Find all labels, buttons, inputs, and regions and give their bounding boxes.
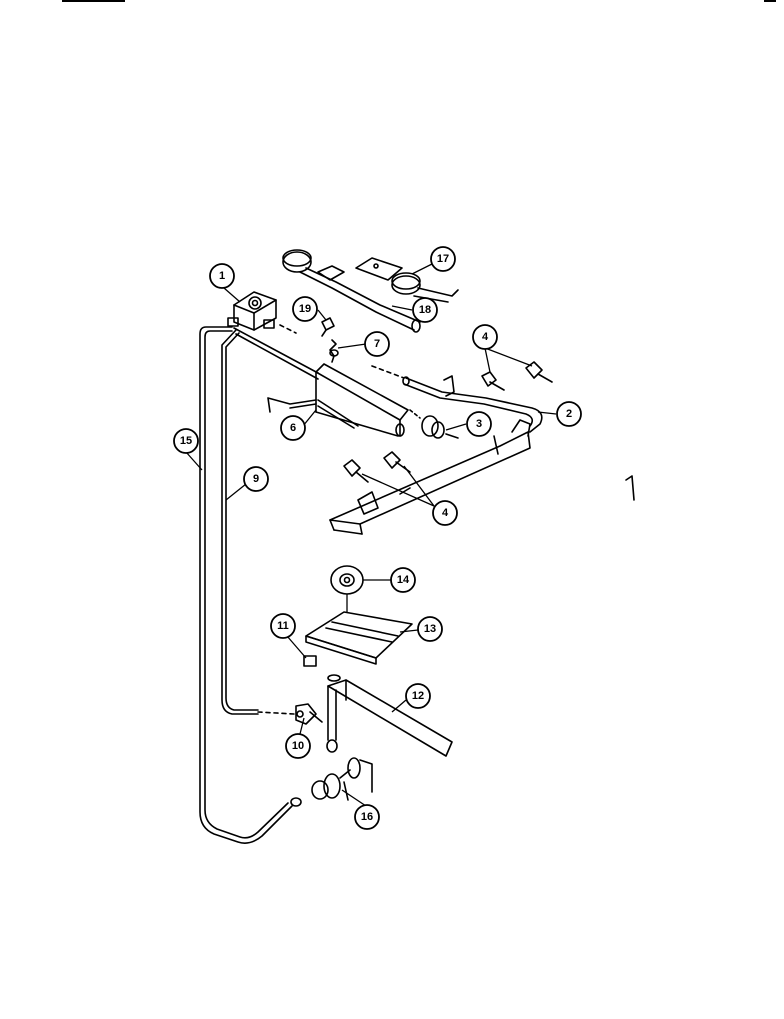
part-11-bracket [303,655,317,667]
part-17-burner-head [355,257,459,303]
part-3-valve [409,409,459,439]
part-19-fitting [321,317,335,337]
callout-16-label: 16 [361,811,373,823]
callout-1: 1 [209,263,235,289]
callout-11: 11 [270,613,296,639]
callout-19: 19 [292,296,318,322]
part-2-burner-rail [329,419,635,535]
callout-7: 7 [364,331,390,357]
part-1-valve-block [227,291,277,331]
callout-3: 3 [466,411,492,437]
part-9-burner-tube [221,329,295,715]
callout-16: 16 [354,804,380,830]
callout-4-upper-label: 4 [482,331,489,343]
callout-10: 10 [285,733,311,759]
part-15-gas-tube [199,326,302,844]
part-12-oven-burner [326,674,453,757]
callout-11-label: 11 [277,620,289,632]
callout-14-label: 14 [397,574,410,586]
callout-2-label: 2 [566,408,572,420]
callout-15: 15 [173,428,199,454]
callout-6-label: 6 [290,422,296,434]
callout-2: 2 [556,401,582,427]
callout-4-upper: 4 [472,324,498,350]
right-manifold-pipe [371,365,543,433]
callout-18-label: 18 [419,304,431,316]
callout-4-lower-label: 4 [442,507,449,519]
callout-1-label: 1 [219,270,225,282]
callout-19-label: 19 [299,303,311,315]
part-16-sensor [311,757,373,801]
callout-9-label: 9 [253,473,259,485]
callout-4-lower: 4 [432,500,458,526]
part-18-burner-tube [282,249,421,333]
callout-6: 6 [280,415,306,441]
callout-13: 13 [417,616,443,642]
callout-9: 9 [243,466,269,492]
manifold-lines [233,324,319,380]
part-14-burner-cap [330,565,364,595]
part-4-orifices-lower [343,451,411,483]
callout-15-label: 15 [180,435,192,447]
callout-17-label: 17 [437,253,449,265]
part-7-clip [329,339,339,363]
part-10-valve [295,703,323,725]
part-13-heat-shield [305,611,413,665]
callout-10-label: 10 [292,740,304,752]
callout-3-label: 3 [476,418,482,430]
callout-18: 18 [412,297,438,323]
part-4-orifices-upper [481,361,553,391]
callout-12: 12 [405,683,431,709]
part-6-manifold-pipe [267,363,409,437]
callout-12-label: 12 [412,690,424,702]
callout-14: 14 [390,567,416,593]
callout-13-label: 13 [424,623,436,635]
callout-17: 17 [430,246,456,272]
leader-lines [185,263,557,807]
callout-7-label: 7 [374,338,380,350]
